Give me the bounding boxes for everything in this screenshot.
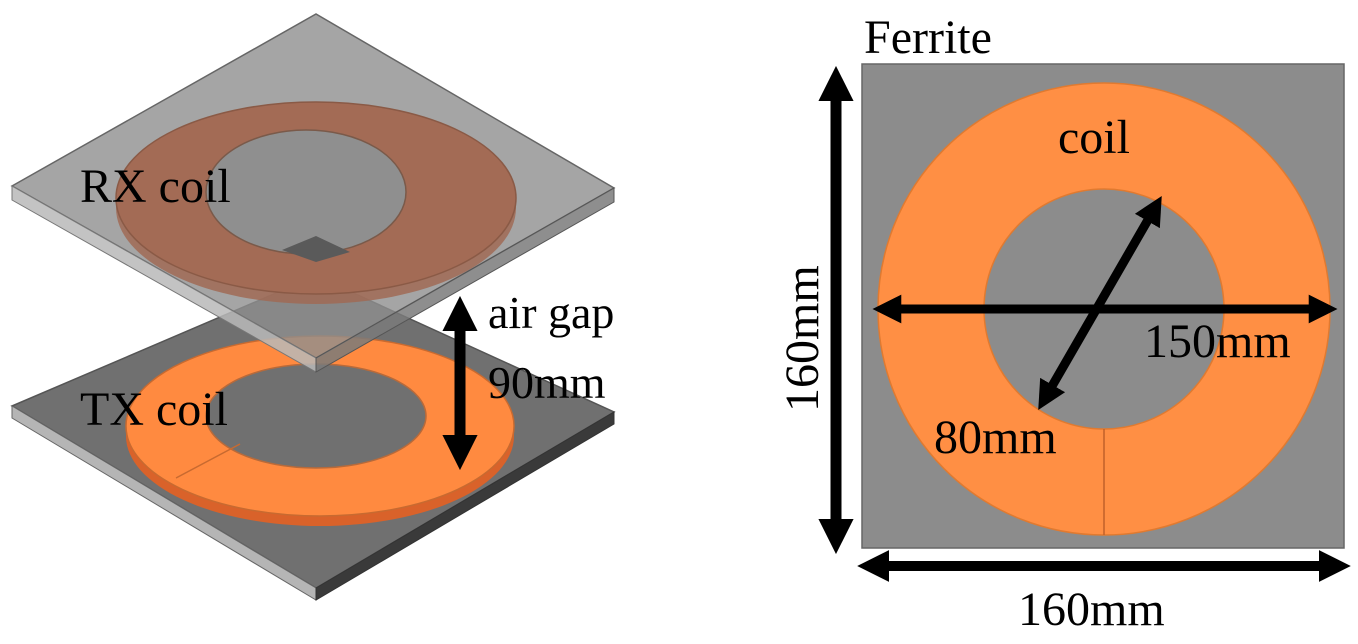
tx-coil-label: TX coil: [80, 383, 228, 436]
air-gap-label: air gap: [488, 287, 614, 338]
rx-coil-label: RX coil: [80, 160, 231, 213]
width-label: 160mm: [1018, 583, 1165, 636]
air-gap-value: 90mm: [488, 357, 606, 408]
inner-diameter-arrow: [1038, 196, 1162, 410]
top-view: Ferrite coil 150mm 80mm 160mm 160mm: [776, 11, 1351, 636]
coil-label: coil: [1058, 111, 1130, 164]
ferrite-label: Ferrite: [864, 11, 992, 64]
tx-coil-ring: [125, 335, 515, 526]
rx-coil-ring: [115, 101, 517, 304]
inner-diameter-label: 80mm: [934, 411, 1057, 464]
height-label: 160mm: [776, 265, 829, 412]
isometric-view: RX coil TX coil air gap 90mm: [10, 13, 616, 601]
outer-diameter-label: 150mm: [1144, 315, 1291, 368]
